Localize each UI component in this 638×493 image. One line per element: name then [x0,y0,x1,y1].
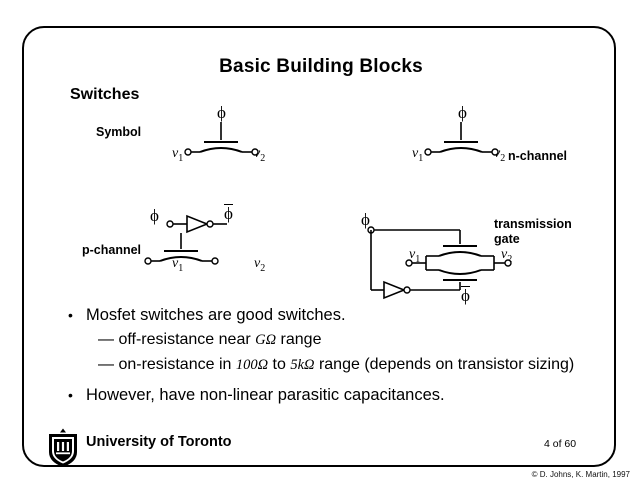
bullet-text-mid: to [268,356,291,373]
transmission-gate-label-line1: transmission [494,217,572,231]
phi-bar-label-pchannel: ϕ [224,204,233,223]
phi-label-symbol: ϕ [217,103,226,122]
switch-symbol-diagram [184,122,259,156]
v1-label-symbol: v1 [172,146,184,164]
dash-marker: — [98,356,114,373]
bullet-item-4: • However, have non-linear parasitic cap… [68,384,588,406]
v2-label-tgate: v2 [501,247,513,265]
slide-frame: Basic Building Blocks Switches Symbol ϕ … [22,26,616,467]
bullet-marker: • [68,387,73,403]
n-channel-label: n-channel [508,149,568,163]
section-heading: Switches [70,86,140,103]
phi-bar-label-tgate: ϕ [461,286,470,305]
footer-university: University of Toronto [86,434,232,450]
bullet-text: However, have non-linear parasitic capac… [86,386,445,404]
university-crest-logo [49,428,77,467]
copyright-notice: © D. Johns, K. Martin, 1997 [531,470,630,479]
v1-label-nchannel: v1 [412,146,424,164]
symbol-label: Symbol [96,125,142,139]
phi-label-nchannel: ϕ [458,103,467,122]
dash-marker: — [98,331,114,348]
transmission-gate-diagram [367,226,512,300]
bullet-text-after: range (depends on transistor sizing) [314,356,575,373]
bullet-text-before: off-resistance near [118,331,256,348]
v1-label-tgate: v1 [409,247,421,265]
bullet-list: • Mosfet switches are good switches. — o… [68,304,588,409]
bullet-value: GΩ [255,332,277,348]
bullet-value-2: 5kΩ [290,357,315,373]
phi-label-pchannel-input: ϕ [150,206,159,225]
bullet-text: Mosfet switches are good switches. [86,306,346,324]
v2-label-pchannel: v2 [254,256,266,274]
n-channel-mosfet-diagram [424,122,499,156]
bullet-item-1: • Mosfet switches are good switches. [68,304,588,326]
p-channel-mosfet-diagram [144,214,227,265]
bullet-text-before: on-resistance in [118,356,236,373]
bullet-text-after: range [276,331,322,348]
bullet-marker: • [68,307,73,323]
bullet-value-1: 100Ω [235,357,269,373]
p-channel-label: p-channel [82,243,142,257]
bullet-item-2: — off-resistance near GΩ range [68,329,588,351]
transmission-gate-label-line2: gate [494,232,520,246]
page-title: Basic Building Blocks [219,56,423,77]
phi-label-tgate: ϕ [361,210,370,229]
bullet-item-3: — on-resistance in 100Ω to 5kΩ range (de… [68,354,588,376]
footer-page-number: 4 of 60 [544,438,577,450]
v1-label-pchannel: v1 [172,256,184,274]
